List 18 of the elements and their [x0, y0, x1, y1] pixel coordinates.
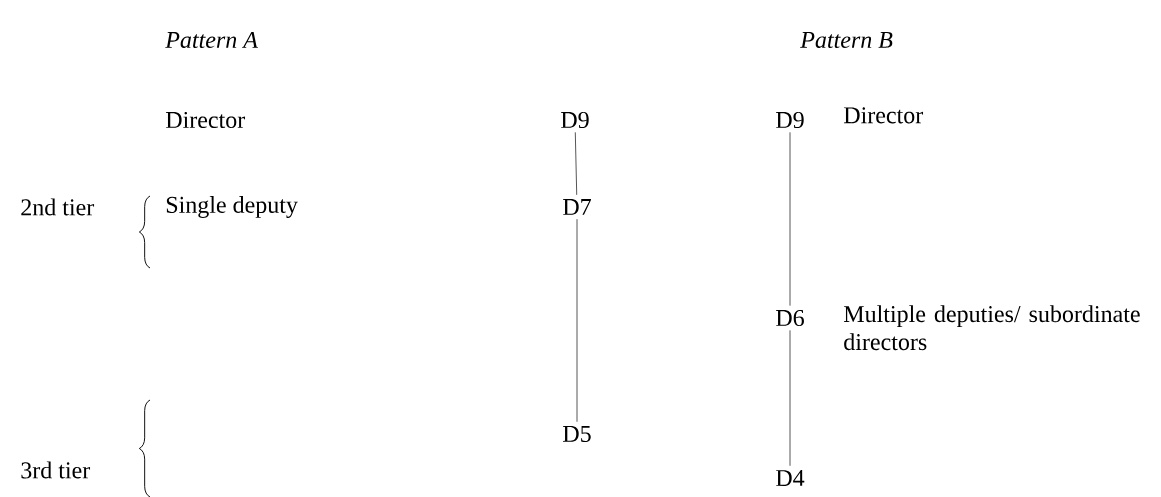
role-label: Director [843, 107, 924, 124]
grade-label: D6 [776, 309, 804, 327]
grade-label: D5 [563, 426, 591, 442]
connector-line [574, 132, 578, 196]
pattern-heading: Pattern B [800, 32, 893, 48]
grade-label: D7 [563, 199, 591, 215]
connector-line [789, 132, 791, 306]
role-label: Director [165, 111, 245, 129]
grade-label: D9 [561, 111, 589, 129]
tier-label: 2nd tier [21, 198, 95, 216]
tier-label: 3rd tier [21, 461, 91, 479]
grade-label: D9 [776, 111, 804, 129]
pattern-heading: Pattern A [165, 31, 258, 49]
connector-line [789, 330, 791, 467]
role-label: Single deputy [166, 196, 298, 218]
role-label: Multiple deputies/ subordinate directors [843, 305, 1140, 351]
connector-line [576, 218, 578, 423]
grade-label: D4 [776, 470, 805, 486]
